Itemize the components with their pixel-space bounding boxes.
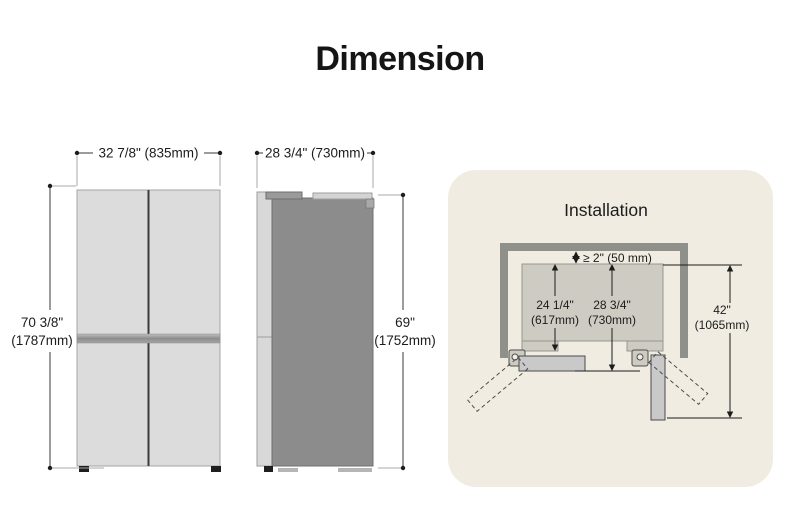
door-depth-label-in: 28 3/4" — [593, 298, 631, 312]
side-width-dimension — [254, 150, 376, 188]
side-top-hinge-cap — [265, 191, 303, 200]
side-height-dimension — [378, 192, 406, 471]
right-door-swing-outline — [648, 351, 709, 405]
door-depth-dimension — [575, 264, 640, 372]
unit-front-tab-left — [521, 340, 559, 352]
side-top-cover — [312, 192, 373, 200]
side-base-pad-1 — [278, 468, 298, 472]
cabinet-depth-label-mm: (617mm) — [531, 313, 579, 327]
side-door-edge — [256, 191, 273, 467]
open-depth-label-mm: (1065mm) — [695, 318, 750, 332]
installation-title: Installation — [564, 200, 648, 220]
side-height-label-mm: (1752mm) — [374, 333, 436, 348]
front-center-band — [76, 333, 221, 344]
cabinet-depth-label-in: 24 1/4" — [536, 298, 574, 312]
front-foot-right — [211, 466, 221, 472]
open-depth-dimension — [663, 264, 742, 419]
side-top-rear-tab — [365, 198, 375, 209]
side-foot-front — [264, 466, 273, 472]
side-view: 28 3/4" (730mm) 69" (1752mm) — [254, 146, 436, 472]
left-door-swing-outline — [466, 356, 529, 412]
top-clearance-label: ≥ 2" (50 mm) — [583, 251, 652, 265]
front-foot-left — [79, 466, 89, 472]
door-depth-label-mm: (730mm) — [588, 313, 636, 327]
front-height-label-mm: (1787mm) — [11, 333, 73, 348]
right-door-open — [650, 354, 666, 421]
unit-top-view — [521, 263, 664, 342]
front-height-label-in: 70 3/8" — [21, 315, 64, 330]
side-width-label: 28 3/4" (730mm) — [265, 146, 365, 161]
page-title: Dimension — [315, 40, 485, 78]
open-depth-label-in: 42" — [713, 303, 731, 317]
right-door-hinge — [631, 349, 649, 367]
side-base-pad-2 — [338, 468, 372, 472]
side-height-label-in: 69" — [395, 315, 415, 330]
installation-panel: Installation — [448, 170, 773, 487]
side-fridge-body — [271, 197, 374, 467]
front-view: 32 7/8" (835mm) 70 3/8" (1787mm) — [11, 146, 223, 472]
front-height-dimension — [47, 183, 104, 471]
front-width-label: 32 7/8" (835mm) — [98, 146, 198, 161]
left-door-open — [518, 355, 586, 372]
front-width-dimension — [74, 150, 223, 186]
